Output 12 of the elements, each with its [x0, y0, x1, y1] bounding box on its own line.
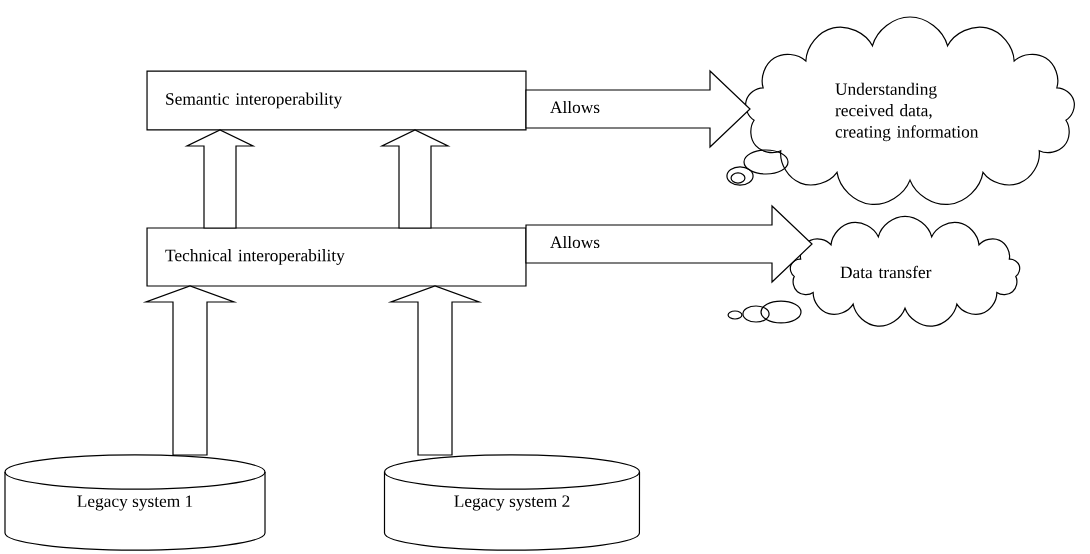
thought-cloud: Understanding received data, creating information	[726, 16, 1075, 205]
database-cylinder: Legacy system 2	[383, 454, 641, 551]
block-arrow	[142, 285, 238, 456]
database-cylinder: Legacy system 1	[4, 454, 266, 551]
process-box: Semantic interoperability	[146, 70, 527, 131]
block-arrow	[184, 129, 256, 229]
block-arrow	[525, 204, 813, 284]
block-arrow	[525, 69, 751, 149]
block-arrow	[387, 285, 483, 456]
thought-cloud: Data transfer	[727, 215, 1021, 327]
process-box: Technical interoperability	[146, 227, 527, 287]
block-arrow	[379, 129, 451, 229]
